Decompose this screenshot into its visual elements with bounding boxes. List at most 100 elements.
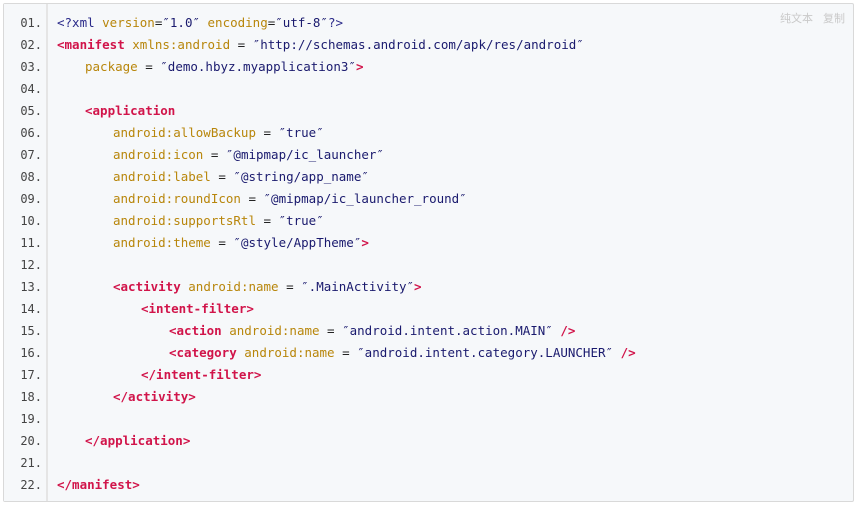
code-line: 15. <action android:name = ″android.inten… [4, 320, 853, 342]
line-number: 17. [20, 368, 42, 382]
code-token: xmlns:android [132, 37, 231, 52]
code-text: android:label = ″@string/app_name″ [57, 166, 369, 188]
code-line: 11. android:theme = ″@style/AppTheme″> [4, 232, 853, 254]
code-token: = [319, 323, 343, 338]
line-number: 01. [20, 16, 42, 30]
code-token: = [278, 279, 302, 294]
code-token: ″android.intent.category.LAUNCHER″ [357, 345, 621, 360]
code-token: <category [169, 345, 245, 360]
line-number: 04. [20, 82, 42, 96]
line-number: 09. [20, 192, 42, 206]
code-text: </manifest> [57, 474, 140, 496]
code-token: = [240, 191, 264, 206]
code-line: 17. </intent-filter> [4, 364, 853, 386]
code-token: </application> [85, 433, 191, 448]
code-line: 01. <?xml version=″1.0″ encoding=″utf-8″?… [4, 12, 853, 34]
code-token: <activity [113, 279, 189, 294]
code-token: <action [169, 323, 230, 338]
line-number: 12. [20, 258, 42, 272]
code-line: 21. [4, 452, 853, 474]
code-token: version [102, 15, 155, 30]
code-line: 14. <intent-filter> [4, 298, 853, 320]
code-line: 03.package = ″demo.hbyz.myapplication3″> [4, 56, 853, 78]
line-number: 02. [20, 38, 42, 52]
line-number: 19. [20, 412, 42, 426]
code-token: = [210, 235, 234, 250]
code-token: = [256, 125, 279, 140]
code-token: android:allowBackup [113, 125, 256, 140]
code-text: <application [57, 100, 175, 122]
code-line: 09. android:roundIcon = ″@mipmap/ic_launc… [4, 188, 853, 210]
code-text: </application> [57, 430, 190, 452]
code-token: > [414, 279, 422, 294]
code-text: android:supportsRtl = ″true″ [57, 210, 324, 232]
code-token: ″android.intent.action.MAIN″ [342, 323, 561, 338]
code-line: 18. </activity> [4, 386, 853, 408]
line-number: 05. [20, 104, 42, 118]
code-token: /> [620, 345, 636, 360]
code-token: = [267, 15, 276, 30]
code-token: ″utf-8″ [275, 15, 328, 30]
line-number: 14. [20, 302, 42, 316]
code-text: <activity android:name = ″.MainActivity″… [57, 276, 422, 298]
code-token: ″@mipmap/ic_launcher_round″ [263, 191, 467, 206]
code-token: android:icon [113, 147, 204, 162]
code-line: 22.</manifest> [4, 474, 853, 496]
copy-button[interactable]: 复制 [823, 13, 845, 25]
code-token: > [355, 59, 364, 74]
code-line: 13. <activity android:name = ″.MainActivi… [4, 276, 853, 298]
line-number: 08. [20, 170, 42, 184]
code-token: ″true″ [278, 125, 324, 140]
code-token: ″@string/app_name″ [233, 169, 369, 184]
code-line: 05. <application [4, 100, 853, 122]
code-line: 04. [4, 78, 853, 100]
code-text: android:roundIcon = ″@mipmap/ic_launcher… [57, 188, 467, 210]
code-line: 10.android:supportsRtl = ″true″ [4, 210, 853, 232]
code-token: android:name [229, 323, 320, 338]
code-line: 12. [4, 254, 853, 276]
code-token: <intent-filter> [141, 301, 254, 316]
code-token: android:theme [113, 235, 211, 250]
view-plain-text-button[interactable]: 纯文本 [780, 13, 813, 25]
code-token: ″demo.hbyz.myapplication3″ [160, 59, 356, 74]
code-text: android:theme = ″@style/AppTheme″> [57, 232, 369, 254]
code-text: <manifest xmlns:android = ″http://schema… [57, 34, 584, 56]
code-token: <application [85, 103, 176, 118]
code-line: 06.android:allowBackup = ″true″ [4, 122, 853, 144]
line-number: 13. [20, 280, 42, 294]
code-token: ″true″ [278, 213, 324, 228]
code-line: 16. <category android:name = ″android.int… [4, 342, 853, 364]
code-text: <?xml version=″1.0″ encoding=″utf-8″?> [57, 12, 343, 34]
code-token: ″@style/AppTheme″ [233, 235, 362, 250]
code-token: package [85, 59, 138, 74]
line-number-gutter [4, 4, 48, 501]
line-number: 18. [20, 390, 42, 404]
code-token: android:label [113, 169, 211, 184]
code-text: <intent-filter> [57, 298, 254, 320]
code-token: ″.MainActivity″ [301, 279, 415, 294]
code-token: android:name [188, 279, 279, 294]
code-token: <manifest [57, 37, 133, 52]
code-token: > [361, 235, 369, 250]
code-text: </intent-filter> [57, 364, 261, 386]
code-token: = [334, 345, 358, 360]
line-number: 11. [20, 236, 42, 250]
line-number: 03. [20, 60, 42, 74]
code-token: = [230, 37, 253, 52]
line-number: 07. [20, 148, 42, 162]
code-token: /> [560, 323, 576, 338]
code-token: ?> [327, 15, 344, 30]
code-text: <category android:name = ″android.intent… [57, 342, 636, 364]
line-number: 16. [20, 346, 42, 360]
line-number: 21. [20, 456, 42, 470]
code-text: </activity> [57, 386, 196, 408]
code-token: = [154, 15, 163, 30]
code-line: 07.android:icon = ″@mipmap/ic_launcher″ [4, 144, 853, 166]
code-token: android:roundIcon [113, 191, 241, 206]
code-token: ″http://schemas.android.com/apk/res/andr… [252, 37, 584, 52]
code-text: <action android:name = ″android.intent.a… [57, 320, 575, 342]
code-block: 纯文本 复制 01. <?xml version=″1.0″ encoding=″… [3, 3, 854, 502]
line-number: 15. [20, 324, 42, 338]
code-line: 19. [4, 408, 853, 430]
code-token: ″@mipmap/ic_launcher″ [225, 147, 384, 162]
